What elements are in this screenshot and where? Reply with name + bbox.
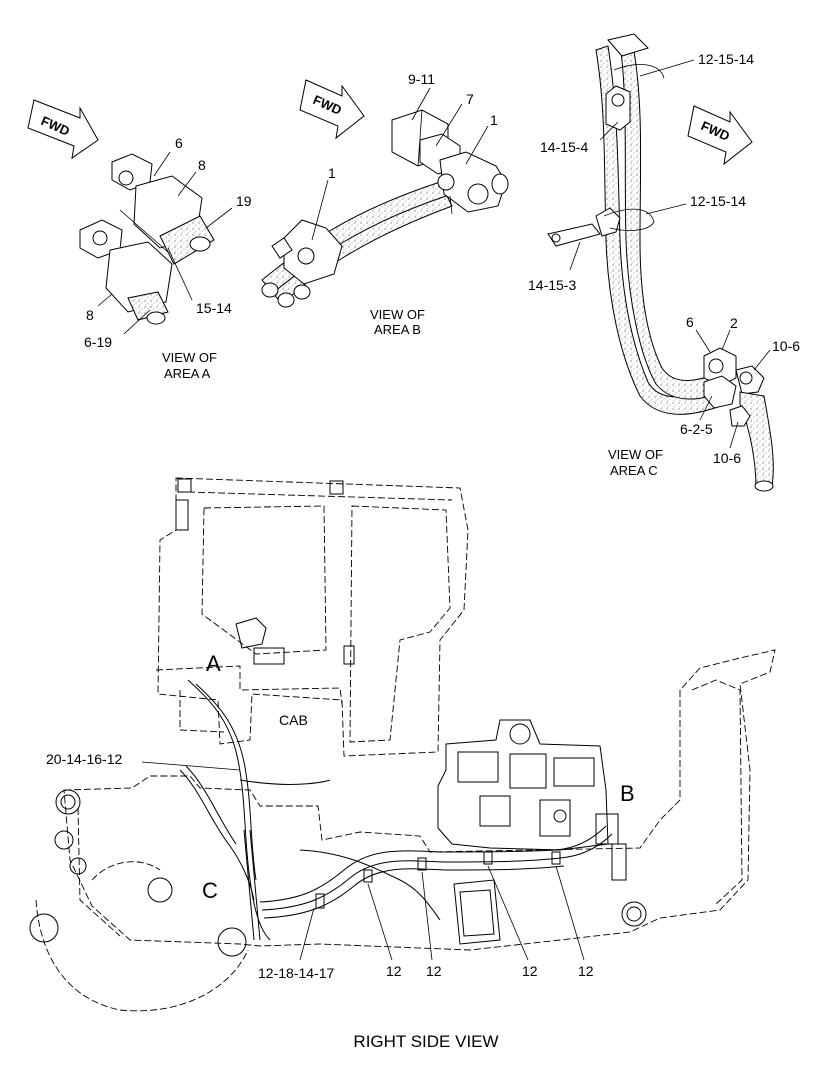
fwd-arrow-a: FWD [27, 99, 99, 160]
view-a-title-line1: VIEW OF [162, 350, 217, 365]
callout-label: 6-19 [84, 334, 112, 350]
callout-label: 1 [328, 165, 336, 181]
callout-label: 8 [198, 157, 206, 173]
fwd-arrow-c: FWD [687, 105, 753, 166]
main-view-labels: A B C CAB 20-14-16-12 12-18-14-17 12 12 … [46, 651, 635, 981]
callout-label: 9-11 [408, 71, 435, 87]
view-c-illustration [547, 33, 774, 492]
callout-label: 6-2-5 [680, 421, 713, 437]
callout-label: 12-15-14 [698, 51, 754, 67]
main-machine-illustration [29, 477, 776, 1012]
area-letter-a: A [206, 651, 221, 676]
callout-label: 12 [386, 963, 402, 979]
callout-label: 6 [686, 314, 694, 330]
view-b-title-line1: VIEW OF [370, 307, 425, 322]
callout-label: 14-15-4 [540, 139, 588, 155]
view-a-title-line2: AREA A [164, 366, 211, 381]
cab-label: CAB [279, 712, 308, 728]
view-c-title-line2: AREA C [610, 463, 658, 478]
callout-label: 12-15-14 [690, 193, 746, 209]
area-letter-c: C [202, 878, 218, 903]
callout-label: 1 [490, 112, 498, 128]
view-b-callouts: 9-11 7 1 1 VIEW OF AREA B [311, 71, 498, 337]
view-a-illustration [79, 153, 215, 325]
callout-label: 15-14 [196, 300, 232, 316]
callout-label: 20-14-16-12 [46, 751, 122, 767]
view-b-title-line2: AREA B [374, 322, 421, 337]
callout-label: 12-18-14-17 [258, 965, 334, 981]
callout-label: 14-15-3 [528, 277, 576, 293]
callout-label: 12 [426, 963, 442, 979]
callout-label: 7 [466, 91, 474, 107]
callout-label: 12 [578, 963, 594, 979]
area-letter-b: B [620, 781, 635, 806]
callout-label: 8 [86, 307, 94, 323]
callout-label: 12 [522, 963, 538, 979]
callout-label: 10-6 [713, 450, 741, 466]
fwd-arrow-b: FWD [299, 79, 365, 140]
diagram-caption: RIGHT SIDE VIEW [353, 1032, 498, 1051]
callout-label: 10-6 [772, 338, 800, 354]
callout-label: 19 [236, 193, 252, 209]
view-c-title-line1: VIEW OF [608, 447, 663, 462]
callout-label: 2 [730, 315, 738, 331]
view-c-callouts: 12-15-14 14-15-4 12-15-14 14-15-3 6 2 10… [528, 51, 800, 478]
view-a-callouts: 6 8 19 8 15-14 6-19 VIEW OF AREA A [84, 135, 252, 381]
callout-label: 6 [175, 135, 183, 151]
view-b-illustration [261, 109, 509, 308]
